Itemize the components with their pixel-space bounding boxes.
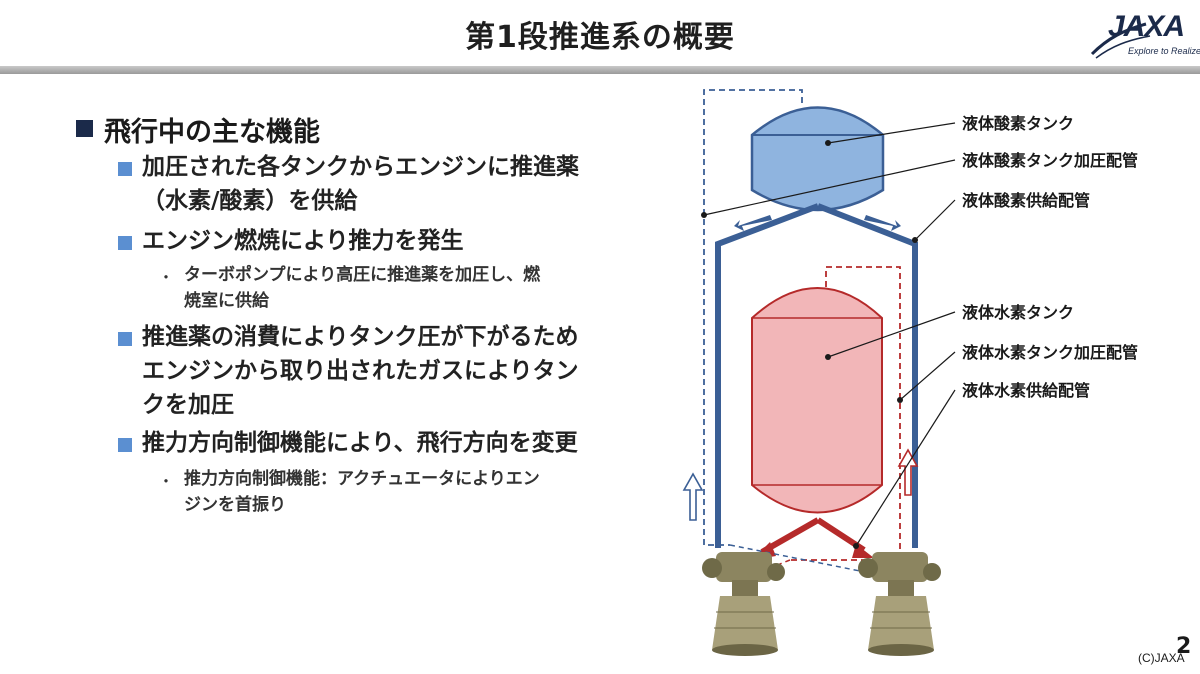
lox-crossover-line: [729, 544, 881, 576]
propulsion-diagram: 液体酸素タンク 液体酸素タンク加圧配管 液体酸素供給配管 液体水素タンク 液体水…: [682, 89, 1138, 656]
lox-flow-arrow-right: [864, 215, 901, 231]
slide-title: 第1段推進系の概要: [465, 20, 735, 55]
dot-bullet-icon: ・: [158, 472, 175, 491]
sub-item-actuator-line2: ジンを首振り: [184, 495, 286, 515]
label-lox-feed-line: 液体酸素供給配管: [962, 191, 1090, 210]
sub-bullet-square-icon: [118, 438, 132, 452]
lox-flow-arrow-left: [734, 215, 772, 231]
label-lh2-feed-line: 液体水素供給配管: [962, 381, 1090, 400]
bullet-item-supply-line1: 加圧された各タンクからエンジンに推進薬: [142, 154, 579, 180]
lh2-tank: [751, 287, 883, 514]
header-divider: [0, 66, 1200, 74]
bullet-item-supply-line2: （水素/酸素）を供給: [142, 188, 358, 214]
bullet-list: 飛行中の主な機能 加圧された各タンクからエンジンに推進薬 （水素/酸素）を供給 …: [76, 117, 579, 515]
lox-tank: [750, 106, 885, 212]
engine-left: [702, 552, 785, 656]
sub-bullet-square-icon: [118, 162, 132, 176]
sub-bullet-square-icon: [118, 236, 132, 250]
leader-dot-lh2-tank: [825, 354, 831, 360]
leader-lox-tank: [827, 122, 956, 144]
logo-tagline: Explore to Realize: [1128, 46, 1200, 56]
gas-flow-arrow-blue: [682, 472, 704, 521]
jaxa-logo: JAXA Explore to Realize: [1088, 8, 1200, 62]
lox-pressurization-line: [703, 89, 803, 546]
leader-dot-lh2-press: [897, 397, 903, 403]
leader-lox-feed: [914, 199, 956, 241]
leader-lh2-press: [899, 351, 956, 401]
dot-bullet-icon: ・: [158, 268, 175, 287]
page-number: 2: [1176, 634, 1192, 659]
bullet-item-pressurize-line2: エンジンから取り出されたガスによりタン: [142, 358, 579, 384]
lox-feed-line-left: [715, 203, 820, 548]
leader-dot-lox-press: [701, 212, 707, 218]
label-lh2-tank: 液体水素タンク: [962, 303, 1074, 322]
copyright-notice: (C)JAXA: [1138, 651, 1185, 665]
bullet-item-pressurize-line3: クを加圧: [142, 392, 234, 418]
leader-lh2-feed: [855, 389, 956, 547]
sub-item-turbopump-line1: ターボポンプにより高圧に推進薬を加圧し、燃: [184, 265, 541, 285]
label-lh2-press-line: 液体水素タンク加圧配管: [962, 343, 1138, 362]
bullet-item-pressurize-line1: 推進薬の消費によりタンク圧が下がるため: [142, 324, 579, 350]
label-lox-press-line: 液体酸素タンク加圧配管: [962, 151, 1138, 170]
sub-bullet-square-icon: [118, 332, 132, 346]
lox-feed-line-right: [816, 203, 918, 548]
logo-wordmark: JAXA: [1108, 10, 1185, 43]
bullet-item-thrust: エンジン燃焼により推力を発生: [142, 228, 464, 254]
bullet-square-icon: [76, 120, 93, 137]
logo-swoosh-icon: [1090, 22, 1151, 59]
engine-right: [858, 552, 941, 656]
leader-dot-lh2-feed: [853, 543, 859, 549]
label-lox-tank: 液体酸素タンク: [962, 114, 1074, 133]
main-heading: 飛行中の主な機能: [104, 117, 320, 148]
leader-lox-press: [703, 159, 956, 216]
leader-lh2-tank: [827, 311, 956, 358]
slide-header: 第1段推進系の概要 JAXA Explore to Realize: [0, 0, 1200, 74]
sub-item-actuator-line1: 推力方向制御機能：アクチュエータによりエン: [184, 469, 540, 489]
sub-item-turbopump-line2: 焼室に供給: [184, 291, 269, 311]
bullet-item-tvc: 推力方向制御機能により、飛行方向を変更: [142, 430, 578, 456]
leader-dot-lox-feed: [912, 237, 918, 243]
leader-dot-lox-tank: [825, 140, 831, 146]
